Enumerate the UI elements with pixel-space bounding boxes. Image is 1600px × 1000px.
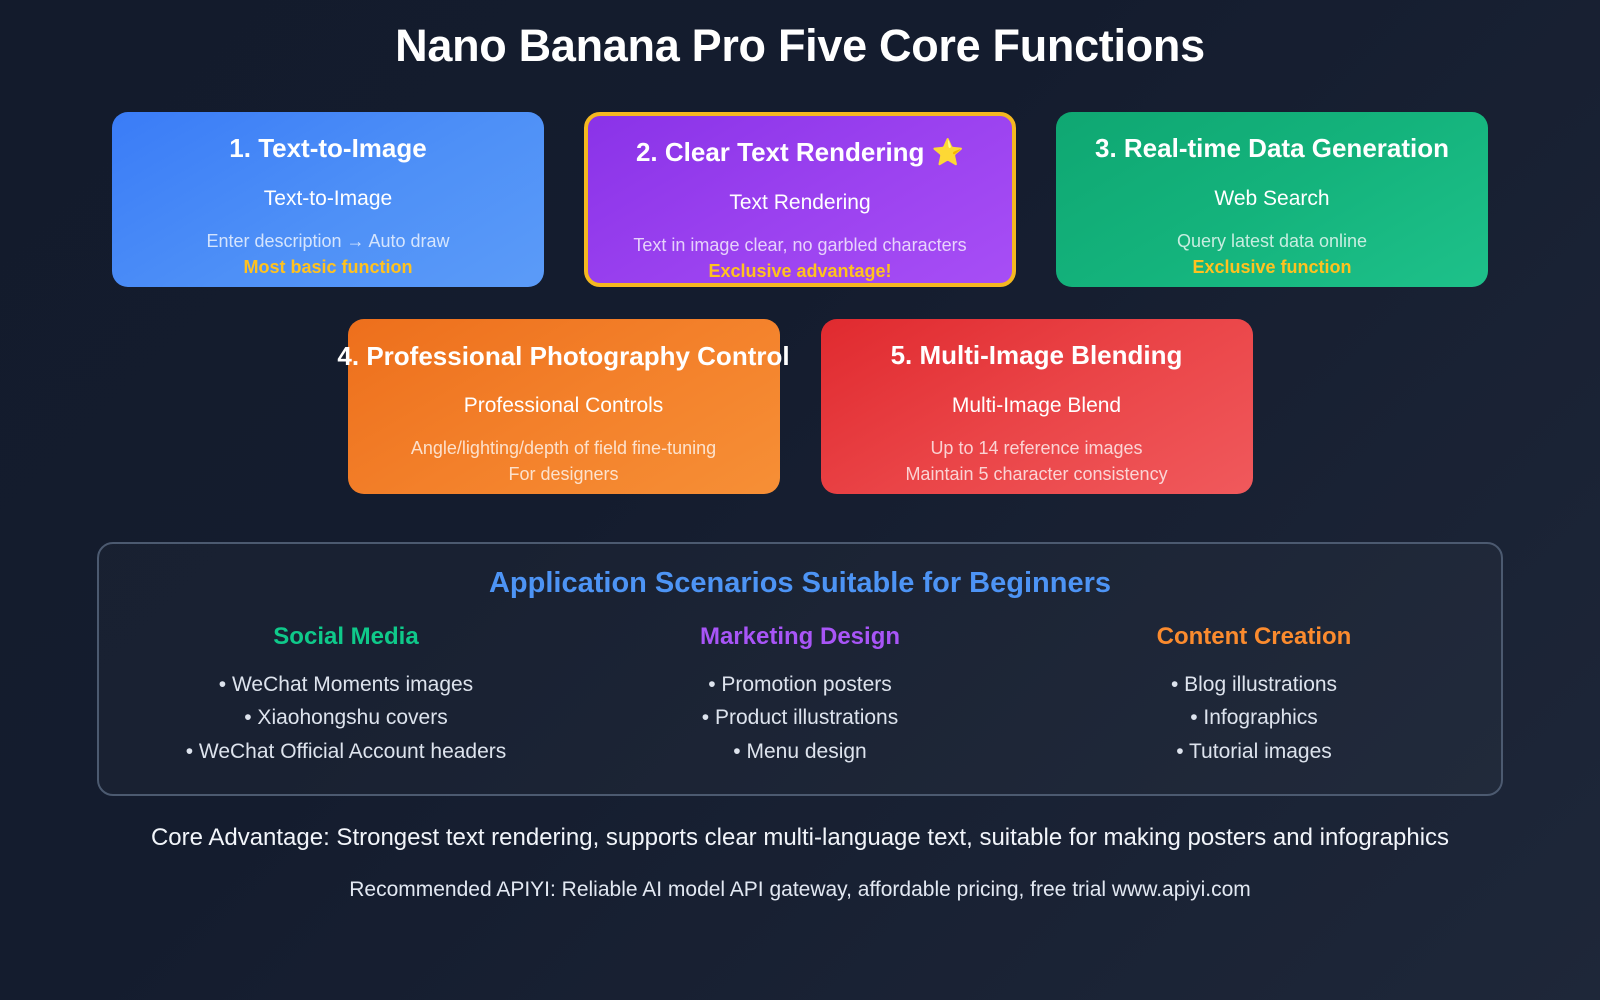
card-tag: Most basic function (243, 257, 413, 278)
card-subtitle: Multi-Image Blend (951, 394, 1122, 418)
footer: Core Advantage: Strongest text rendering… (0, 822, 1600, 903)
scenario-list-item: • Menu design (733, 740, 867, 764)
scenario-list-item: • Product illustrations (701, 706, 899, 730)
card-tag: Exclusive function (1192, 257, 1352, 278)
card-subtitle: Web Search (1214, 187, 1330, 211)
card-tag: Exclusive advantage! (708, 261, 892, 282)
card-description-secondary: Maintain 5 character consistency (905, 464, 1168, 485)
application-scenarios-panel: Application Scenarios Suitable for Begin… (97, 542, 1503, 797)
scenario-column-content-creation: Content Creation • Blog illustrations • … (1027, 623, 1481, 769)
footer-core-advantage: Core Advantage: Strongest text rendering… (150, 824, 1450, 852)
card-title: 2. Clear Text Rendering ⭐ (635, 137, 965, 168)
scenario-heading: Content Creation (1156, 623, 1352, 651)
scenario-list-item: • Blog illustrations (1170, 672, 1338, 696)
feature-card-clear-text-rendering[interactable]: 2. Clear Text Rendering ⭐ Text Rendering… (584, 112, 1016, 288)
scenario-list-item: • WeChat Official Account headers (185, 740, 507, 764)
page-title: Nano Banana Pro Five Core Functions (395, 20, 1205, 71)
feature-card-professional-photography-control[interactable]: 4. Professional Photography Control Prof… (337, 319, 790, 495)
scenario-list-item: • WeChat Moments images (218, 672, 474, 696)
scenario-list-item: • Infographics (1190, 706, 1318, 730)
scenario-heading: Social Media (273, 623, 419, 651)
card-description: Text in image clear, no garbled characte… (633, 235, 967, 256)
feature-card-text-to-image[interactable]: 1. Text-to-Image Text-to-Image Enter des… (112, 112, 544, 288)
card-subtitle: Professional Controls (463, 394, 664, 418)
scenario-column-social-media: Social Media • WeChat Moments images • X… (119, 623, 573, 769)
footer-recommendation: Recommended APIYI: Reliable AI model API… (349, 878, 1251, 902)
feature-card-row-2: 4. Professional Photography Control Prof… (0, 319, 1600, 495)
feature-card-multi-image-blending[interactable]: 5. Multi-Image Blending Multi-Image Blen… (820, 319, 1253, 495)
scenario-list-item: • Promotion posters (708, 672, 892, 696)
card-title: 3. Real-time Data Generation (1095, 133, 1449, 164)
card-title: 4. Professional Photography Control (337, 341, 790, 372)
feature-card-row-1: 1. Text-to-Image Text-to-Image Enter des… (0, 112, 1600, 288)
scenario-columns: Social Media • WeChat Moments images • X… (119, 623, 1481, 769)
card-description: Up to 14 reference images (930, 438, 1143, 459)
scenario-list-item: • Xiaohongshu covers (244, 706, 448, 730)
card-title: 5. Multi-Image Blending (890, 340, 1183, 371)
card-description: Query latest data online (1176, 231, 1368, 252)
scenarios-title: Application Scenarios Suitable for Begin… (488, 567, 1111, 600)
card-description: Angle/lighting/depth of field fine-tunin… (410, 438, 717, 459)
scenario-list-item: • Tutorial images (1176, 740, 1332, 764)
scenario-heading: Marketing Design (699, 623, 901, 651)
card-title: 1. Text-to-Image (229, 133, 427, 164)
card-description-secondary: For designers (508, 464, 619, 485)
card-description: Enter description → Auto draw (206, 231, 450, 252)
card-subtitle: Text-to-Image (263, 187, 393, 211)
card-subtitle: Text Rendering (729, 191, 871, 215)
feature-card-realtime-data-generation[interactable]: 3. Real-time Data Generation Web Search … (1056, 112, 1488, 288)
scenario-column-marketing-design: Marketing Design • Promotion posters • P… (573, 623, 1027, 769)
